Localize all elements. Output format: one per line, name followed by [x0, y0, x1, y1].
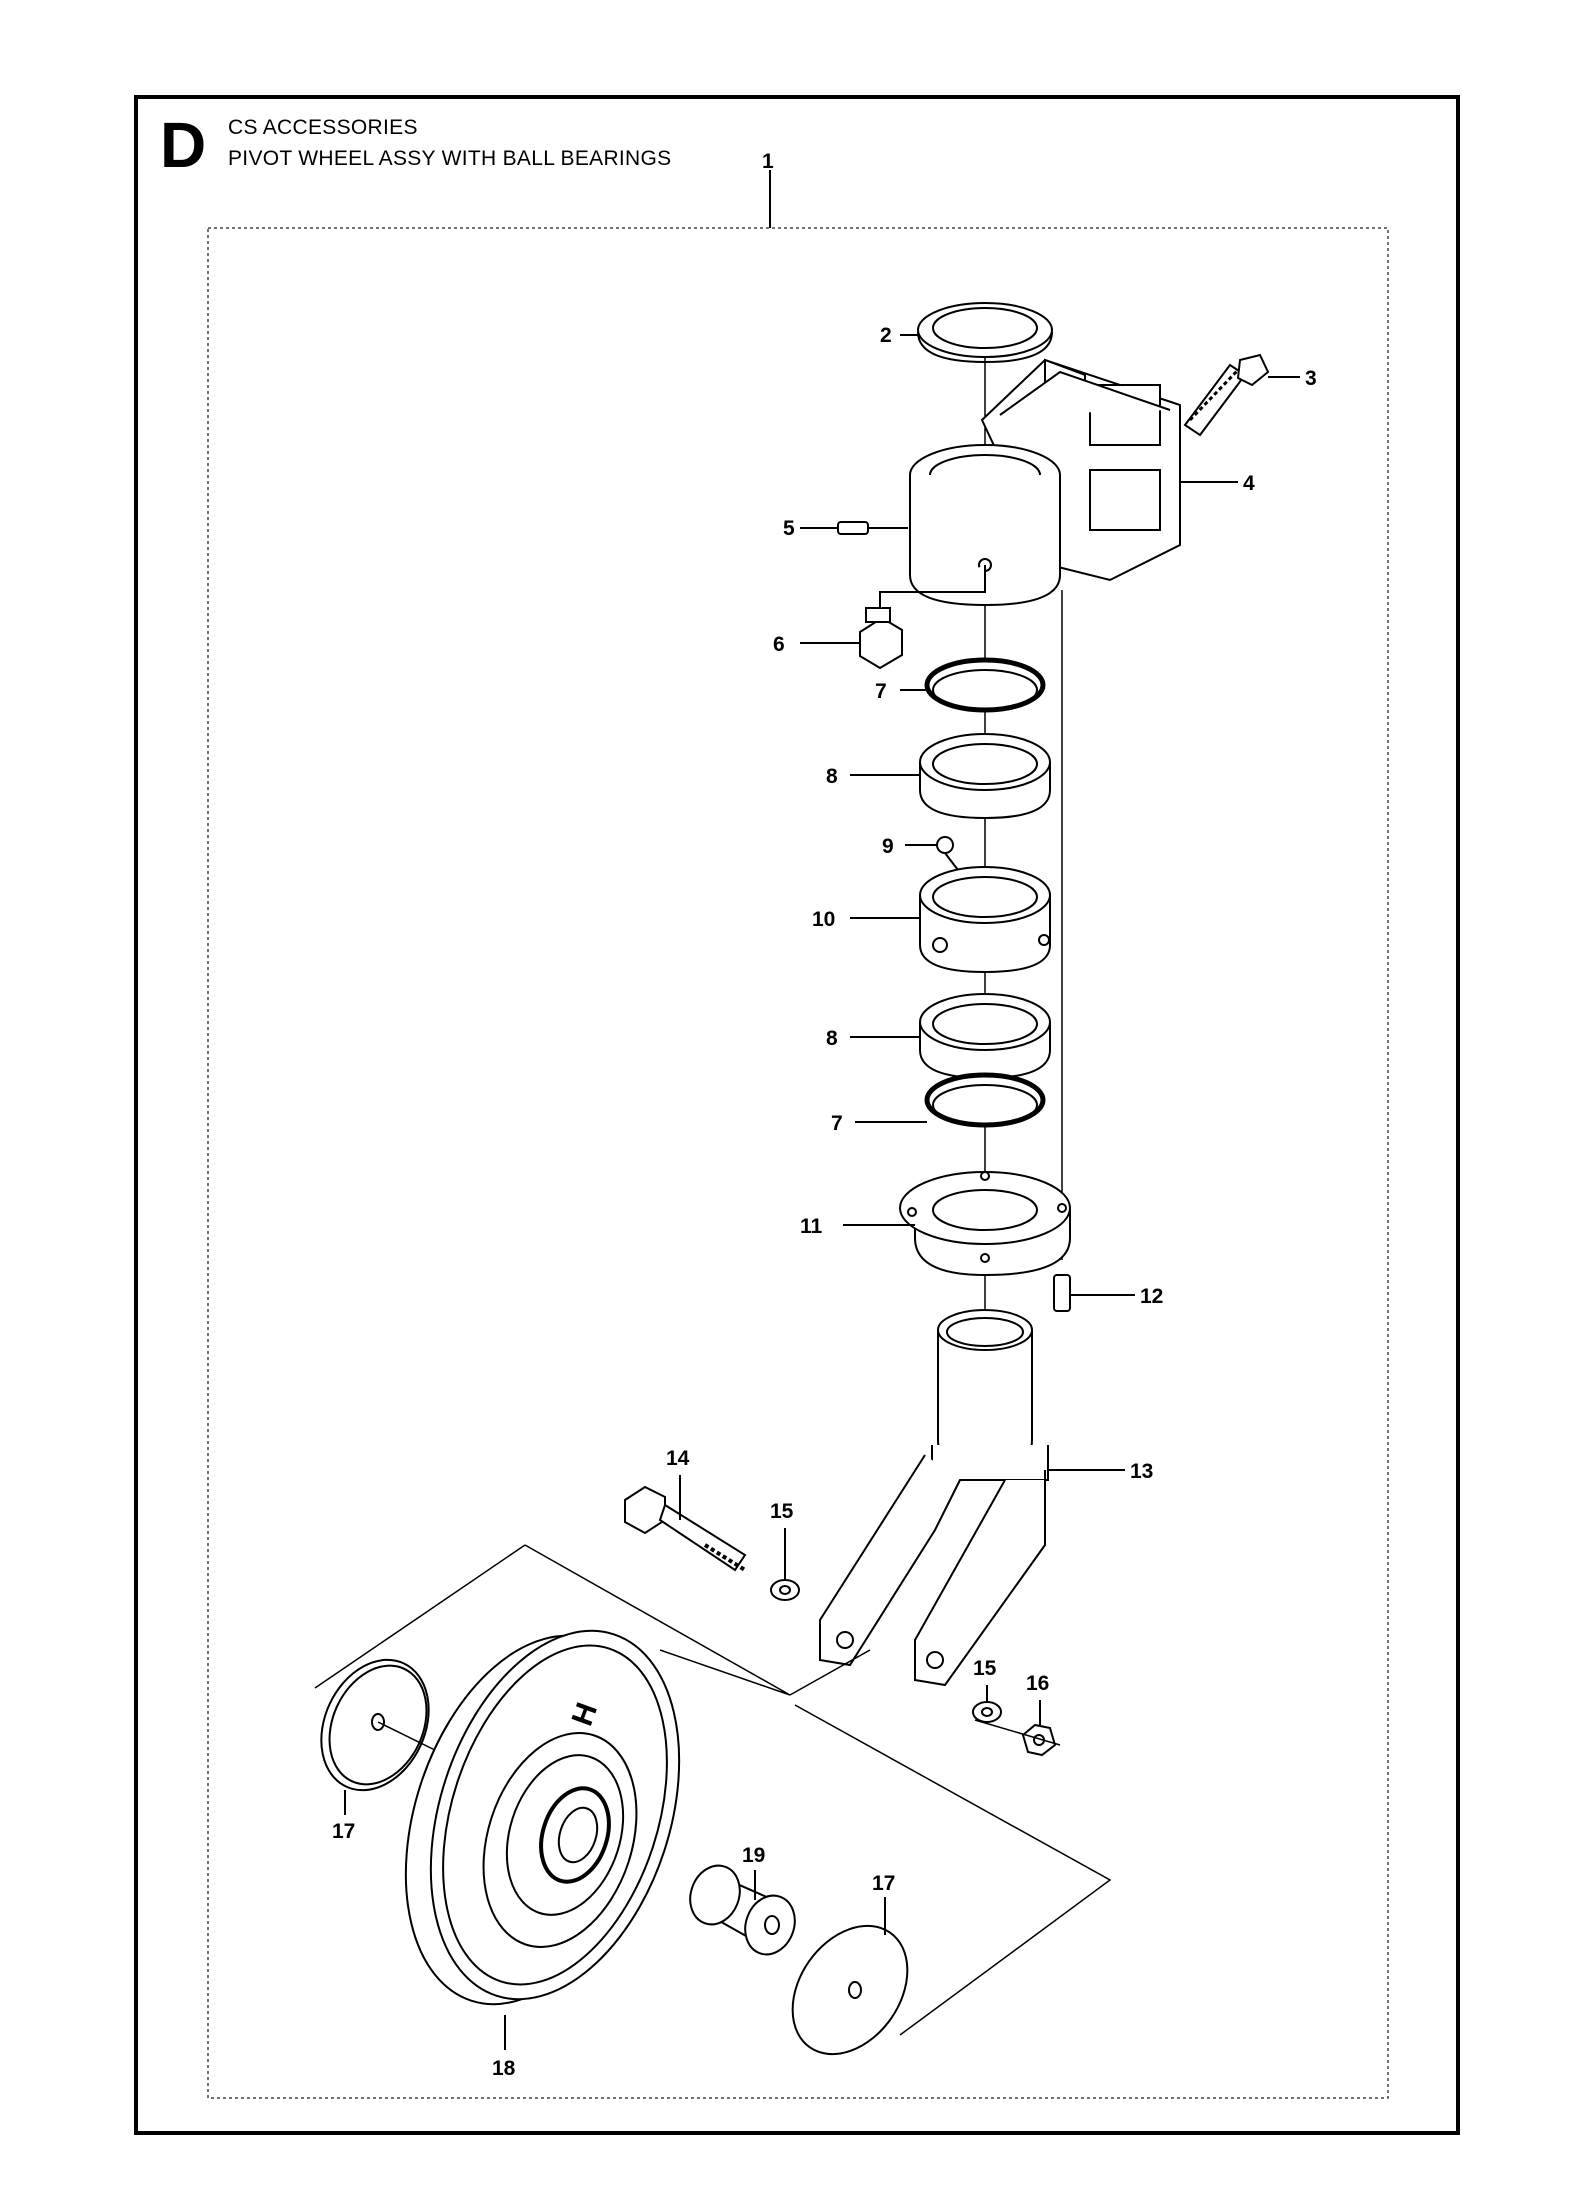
callout-13: 13 [1130, 1460, 1153, 1483]
set-screw-icon [936, 836, 959, 871]
hex-screw-icon [859, 565, 986, 670]
callout-19: 19 [742, 1844, 765, 1867]
callout-12: 12 [1140, 1285, 1163, 1308]
fork-icon [819, 1309, 1049, 1687]
callout-3: 3 [1305, 367, 1317, 390]
callout-15a: 15 [770, 1500, 794, 1523]
callout-17b: 17 [872, 1872, 895, 1895]
ball-bearing-icon [919, 993, 1051, 1080]
callout-15b: 15 [973, 1657, 997, 1680]
section-letter: D [160, 109, 207, 181]
wheel-icon: H [404, 1629, 681, 2006]
callout-7a: 7 [875, 680, 887, 703]
spacer-ring-icon [919, 866, 1051, 974]
callout-18: 18 [492, 2057, 516, 2080]
sleeve-icon [689, 1864, 796, 1956]
disc-washer-icon [791, 1924, 909, 2056]
callout-10: 10 [812, 908, 835, 931]
callout-4: 4 [1243, 472, 1255, 495]
seal-ring-icon [917, 302, 1053, 364]
washer-icon [770, 1579, 800, 1601]
washer-icon [972, 1701, 1002, 1723]
diagram-subtitle: PIVOT WHEEL ASSY WITH BALL BEARINGS [228, 147, 672, 170]
callout-6: 6 [773, 633, 785, 656]
screw-icon [1053, 1274, 1071, 1312]
wheel-assembly-bracket-lower [794, 1704, 1112, 2036]
callout-1: 1 [762, 150, 774, 173]
seal-ring-icon [924, 657, 1046, 713]
callout-2: 2 [880, 324, 892, 347]
assembly-boundary [207, 227, 1389, 2099]
diagram-frame [134, 95, 1460, 2135]
disc-washer-icon [320, 1658, 430, 1792]
callout-8b: 8 [826, 1027, 838, 1050]
bracket-housing-icon [909, 358, 1181, 607]
grease-nipple-icon [837, 521, 908, 535]
callout-5: 5 [783, 517, 795, 540]
diagram-title: CS ACCESSORIES [228, 116, 418, 139]
nut-icon [1021, 1723, 1057, 1757]
wheel-assembly-bracket-left [314, 1544, 526, 1689]
flange-ring-icon [899, 1171, 1071, 1277]
callout-16: 16 [1026, 1672, 1049, 1695]
callout-11: 11 [800, 1215, 823, 1238]
callout-7b: 7 [831, 1112, 843, 1135]
axle-bolt-icon [624, 1485, 747, 1572]
callout-17a: 17 [332, 1820, 355, 1843]
wheel-assembly-bracket-mid [789, 1649, 871, 1696]
ball-bearing-icon [919, 733, 1051, 820]
bolt-icon [1183, 353, 1270, 437]
seal-ring-icon [924, 1072, 1046, 1128]
axle-line-right [974, 1719, 1061, 1746]
callout-14: 14 [666, 1447, 690, 1470]
callout-9: 9 [882, 835, 894, 858]
callout-8a: 8 [826, 765, 838, 788]
